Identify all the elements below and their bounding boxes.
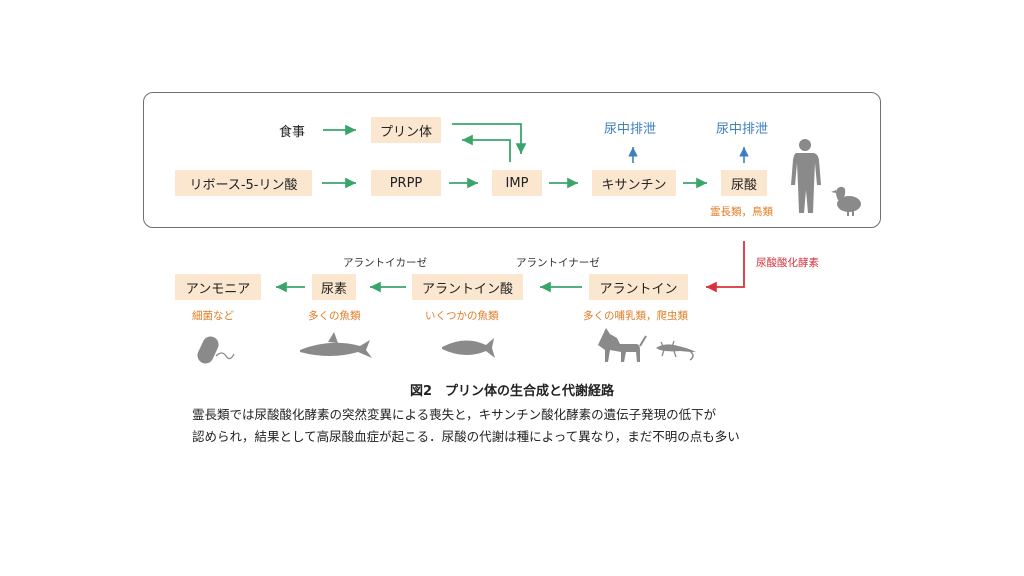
figure-caption-line: 霊長類では尿酸酸化酵素の突然変異による喪失と，キサンチン酸化酵素の遺伝子発現の低… (192, 407, 717, 422)
purine-to-imp-arrow (452, 123, 527, 154)
imp-to-purine-arrow (462, 134, 511, 162)
fish-icon (442, 338, 495, 358)
urinary-excretion-label: 尿中排泄 (716, 122, 769, 137)
purine-node: プリン体 (371, 117, 441, 143)
figure-caption-title: 図2 プリン体の生合成と代謝経路 (409, 384, 615, 399)
dog-icon (598, 328, 647, 362)
uric-acid-species-label: 霊長類，鳥類 (710, 206, 773, 218)
ribose-5-phosphate-node: リボース-5-リン酸 (175, 170, 312, 196)
urea-node: 尿素 (312, 274, 356, 300)
food-label: 食事 (279, 125, 306, 140)
urea-species-label: 多くの魚類 (308, 310, 361, 322)
allantoin-species-label: 多くの哺乳類，爬虫類 (583, 310, 688, 322)
xanthine-node: キサンチン (592, 170, 676, 196)
uricase-label: 尿酸酸化酵素 (756, 257, 819, 269)
prpp-node: PRPP (371, 170, 441, 196)
bird-icon (831, 186, 861, 216)
allantoic-acid-species-label: いくつかの魚類 (425, 310, 499, 322)
human-icon (791, 139, 821, 213)
ammonia-species-label: 細菌など (192, 310, 234, 322)
urinary-excretion-label: 尿中排泄 (604, 122, 657, 137)
lizard-icon (656, 340, 696, 361)
figure-caption-line: 認められ，結果として高尿酸血症が起こる．尿酸の代謝は種によって異なり，まだ不明の… (192, 429, 740, 444)
allantoin-node: アラントイン (589, 274, 688, 300)
imp-node: IMP (492, 170, 542, 196)
allantoic-acid-node: アラントイン酸 (412, 274, 523, 300)
ammonia-node: アンモニア (175, 274, 261, 300)
pathway-frame (143, 92, 881, 228)
allantoinase-label: アラントイナーゼ (516, 257, 600, 269)
uric-acid-node: 尿酸 (721, 170, 767, 196)
uricase-arrow (706, 241, 745, 293)
bacteria-icon (197, 336, 235, 364)
shark-icon (300, 332, 372, 358)
allantoicase-label: アラントイカーゼ (343, 257, 427, 269)
